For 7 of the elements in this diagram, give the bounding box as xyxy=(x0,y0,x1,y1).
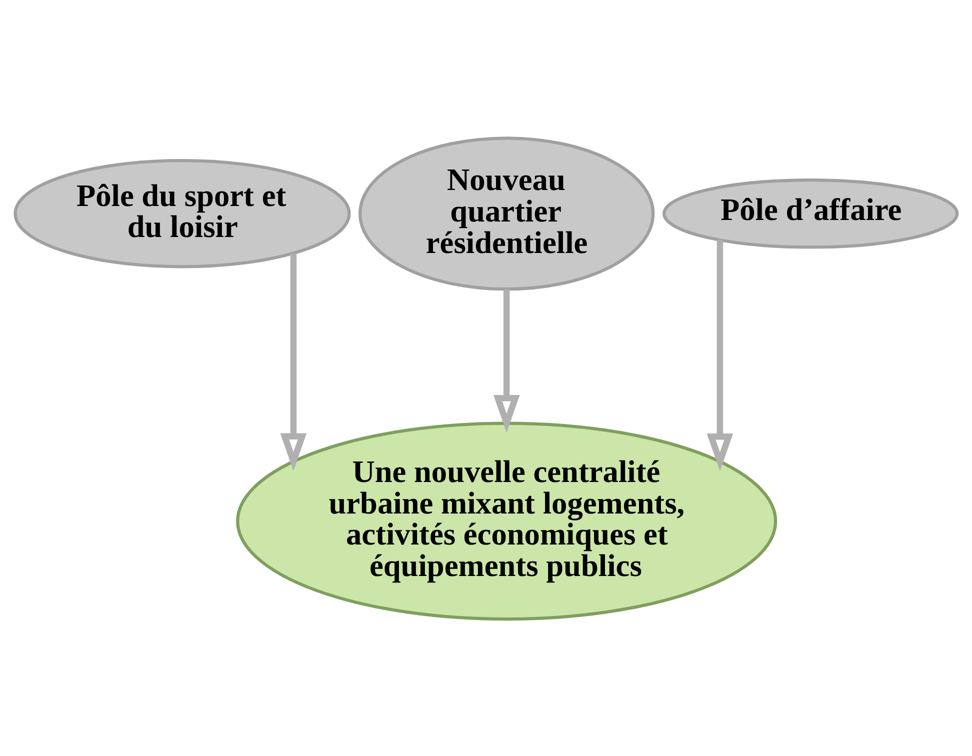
arrow xyxy=(493,288,520,432)
node-ellipse: Une nouvelle centralité urbaine mixant logements, activités économiques et équipements publics xyxy=(236,421,778,620)
arrow xyxy=(706,239,734,471)
node-ellipse: Nouveau quartier résidentielle xyxy=(358,136,655,290)
node-ellipse: Pôle du sport et du loisir xyxy=(14,158,351,268)
arrow xyxy=(280,253,307,470)
node-ellipse: Pôle d’affaire xyxy=(662,178,959,248)
